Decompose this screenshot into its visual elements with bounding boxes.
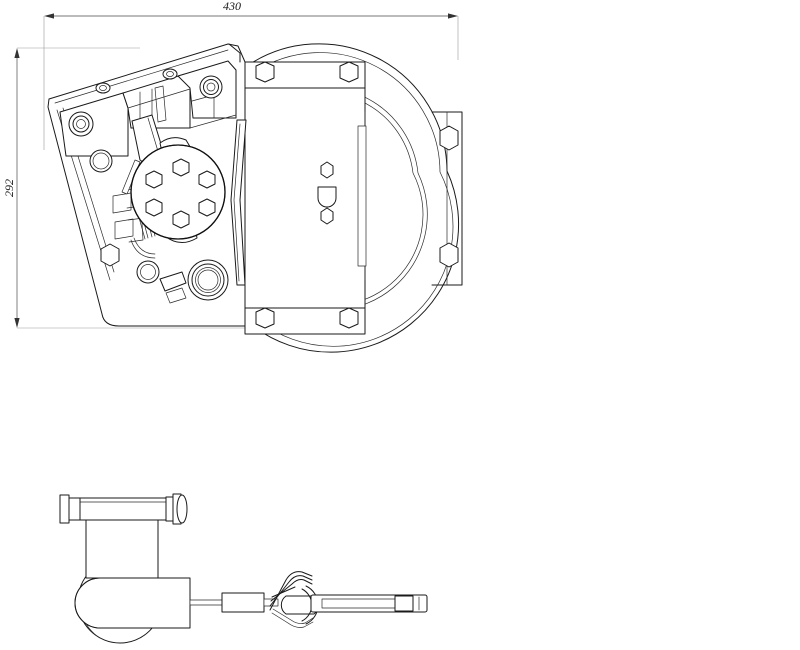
hex-lower-left (100, 243, 120, 267)
roller-arm (74, 577, 191, 629)
detail-view-group (59, 493, 428, 644)
bore-lower-mid (136, 260, 160, 284)
dimension-overall-height: 292 (2, 47, 320, 329)
top-bolt-bar (244, 61, 366, 89)
dimension-overall-width: 430 (43, 0, 459, 150)
dimension-label-height: 292 (2, 179, 16, 197)
tension-rod (310, 594, 428, 613)
mounting-flange (431, 111, 463, 286)
pawl-tab (159, 271, 187, 304)
lever-arm (121, 159, 156, 259)
housing-face-features (317, 161, 337, 225)
fastener-upper-right (199, 75, 223, 99)
dimension-label-width: 430 (223, 0, 241, 13)
fastener-small-mid (162, 68, 178, 80)
bearing-boss (187, 259, 229, 301)
bore-mid-left (89, 149, 113, 173)
fastener-small-top (95, 82, 111, 94)
cable (189, 592, 279, 613)
bottom-bolt-bar (244, 307, 366, 335)
main-view-group (47, 43, 463, 353)
fastener-upper-left (68, 111, 94, 137)
drive-hub (130, 137, 226, 243)
shaft-bar (59, 493, 188, 525)
gear-housing-body (244, 85, 367, 312)
right-strut (230, 119, 247, 286)
